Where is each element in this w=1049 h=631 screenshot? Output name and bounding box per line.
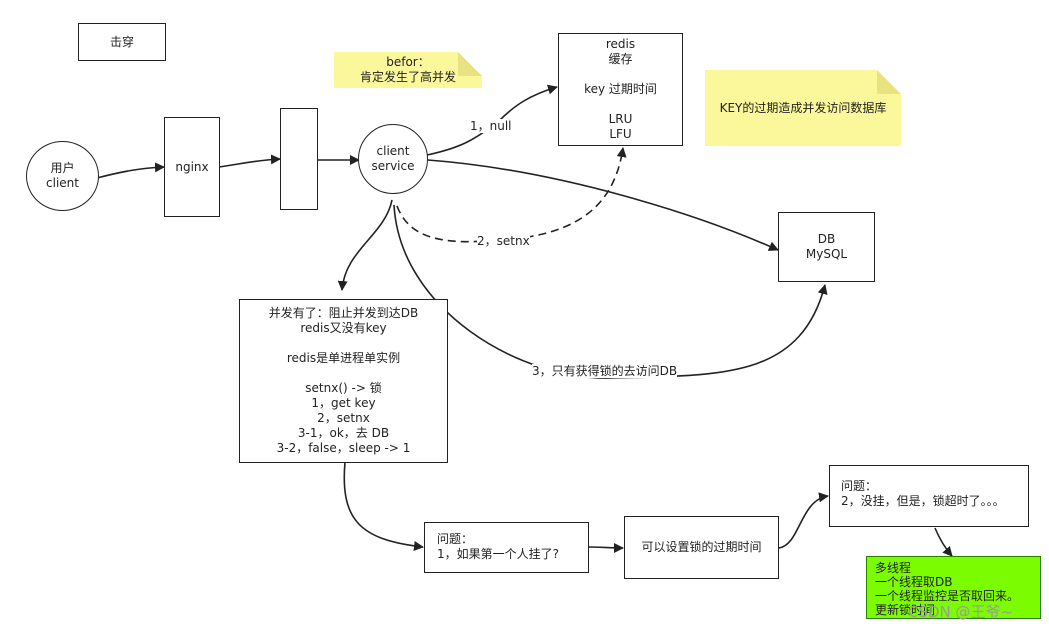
redis-line bbox=[559, 67, 682, 82]
concurrency-line: 3-1，ok，去 DB bbox=[297, 426, 390, 440]
nginx-label: nginx bbox=[175, 159, 209, 174]
user-client-line: 用户 bbox=[50, 161, 75, 175]
edge-service-redis-setnx bbox=[396, 147, 627, 243]
title-box-label: 击穿 bbox=[109, 34, 134, 49]
user-client-node: 用户 client bbox=[26, 141, 99, 211]
question2-line: 2，没挂，但是，锁超时了。。。 bbox=[841, 494, 1005, 508]
concurrency-line bbox=[240, 366, 447, 381]
concurrency-line: 2，setnx bbox=[317, 411, 370, 425]
concurrency-box: 并发有了：阻止并发到达DB redis又没有key redis是单进程单实例 s… bbox=[239, 299, 448, 463]
edge-service-mainbox bbox=[337, 199, 393, 291]
multithread-line: 一个线程取DB bbox=[875, 575, 953, 589]
edge-expire-question2 bbox=[778, 492, 829, 549]
multithread-line: 更新锁时间 bbox=[875, 603, 936, 617]
edge-label-setnx: 2，setnx bbox=[477, 234, 530, 248]
concurrency-line: 3-2，false，sleep -> 1 bbox=[276, 441, 411, 455]
redis-line: key 过期时间 bbox=[584, 82, 657, 96]
concurrency-line: redis又没有key bbox=[300, 321, 387, 335]
edge-user-nginx bbox=[96, 162, 165, 179]
concurrency-line: setnx() -> 锁 bbox=[305, 381, 382, 395]
client-service-line: client bbox=[376, 144, 410, 158]
set-expire-label: 可以设置锁的过期时间 bbox=[641, 540, 762, 554]
question2-line: 问题： bbox=[841, 479, 878, 493]
db-line: DB bbox=[817, 232, 836, 246]
user-client-line: client bbox=[46, 176, 79, 190]
before-note: befor： 肯定发生了高并发 bbox=[334, 52, 482, 88]
edge-question1-expire bbox=[588, 542, 624, 553]
edge-service-db bbox=[427, 159, 779, 251]
set-expire-box: 可以设置锁的过期时间 bbox=[624, 516, 779, 579]
question1-line: 问题： bbox=[437, 532, 474, 546]
edge-label-null: 1，null bbox=[470, 119, 512, 133]
db-line: MySQL bbox=[805, 247, 848, 261]
db-node: DB MySQL bbox=[778, 212, 875, 282]
redis-line bbox=[559, 97, 682, 112]
key-expire-note: KEY的过期造成并发访问数据库 bbox=[705, 70, 901, 146]
question1-line: 1，如果第一个人挂了? bbox=[437, 547, 560, 561]
before-note-line: 肯定发生了高并发 bbox=[359, 70, 456, 84]
concurrency-line bbox=[240, 336, 447, 351]
concurrency-line: 并发有了：阻止并发到达DB bbox=[268, 306, 419, 320]
client-service-node: client service bbox=[358, 124, 428, 194]
multithread-line: 一个线程监控是否取回来。 bbox=[875, 589, 1020, 603]
client-service-line: service bbox=[371, 159, 415, 173]
concurrency-line: 1，get key bbox=[311, 396, 376, 410]
edge-question2-multithread bbox=[934, 527, 953, 557]
edge-nginx-lb bbox=[218, 154, 281, 168]
redis-line: redis bbox=[605, 37, 636, 51]
edge-mainbox-question1 bbox=[343, 461, 424, 551]
edge-service-db-lock bbox=[393, 204, 828, 379]
redis-line: LRU bbox=[608, 112, 633, 126]
multithread-box: 多线程 一个线程取DB 一个线程监控是否取回来。 更新锁时间 bbox=[866, 556, 1041, 619]
redis-node: redis 缓存 key 过期时间 LRU LFU bbox=[558, 33, 683, 146]
title-box: 击穿 bbox=[78, 23, 166, 61]
redis-line: LFU bbox=[609, 127, 632, 141]
nginx-node: nginx bbox=[164, 117, 220, 217]
concurrency-line: redis是单进程单实例 bbox=[286, 351, 401, 365]
question2-box: 问题： 2，没挂，但是，锁超时了。。。 bbox=[829, 465, 1029, 527]
gateway-node bbox=[280, 108, 318, 210]
key-expire-note-label: KEY的过期造成并发访问数据库 bbox=[719, 100, 887, 115]
redis-line: 缓存 bbox=[608, 52, 633, 66]
before-note-line: befor： bbox=[386, 55, 430, 69]
multithread-line: 多线程 bbox=[875, 561, 912, 575]
edge-label-db-access: 3，只有获得锁的去访问DB bbox=[532, 364, 678, 378]
question1-box: 问题： 1，如果第一个人挂了? bbox=[424, 522, 589, 573]
csdn-watermark: CSDN @王爷~ bbox=[908, 603, 1014, 621]
